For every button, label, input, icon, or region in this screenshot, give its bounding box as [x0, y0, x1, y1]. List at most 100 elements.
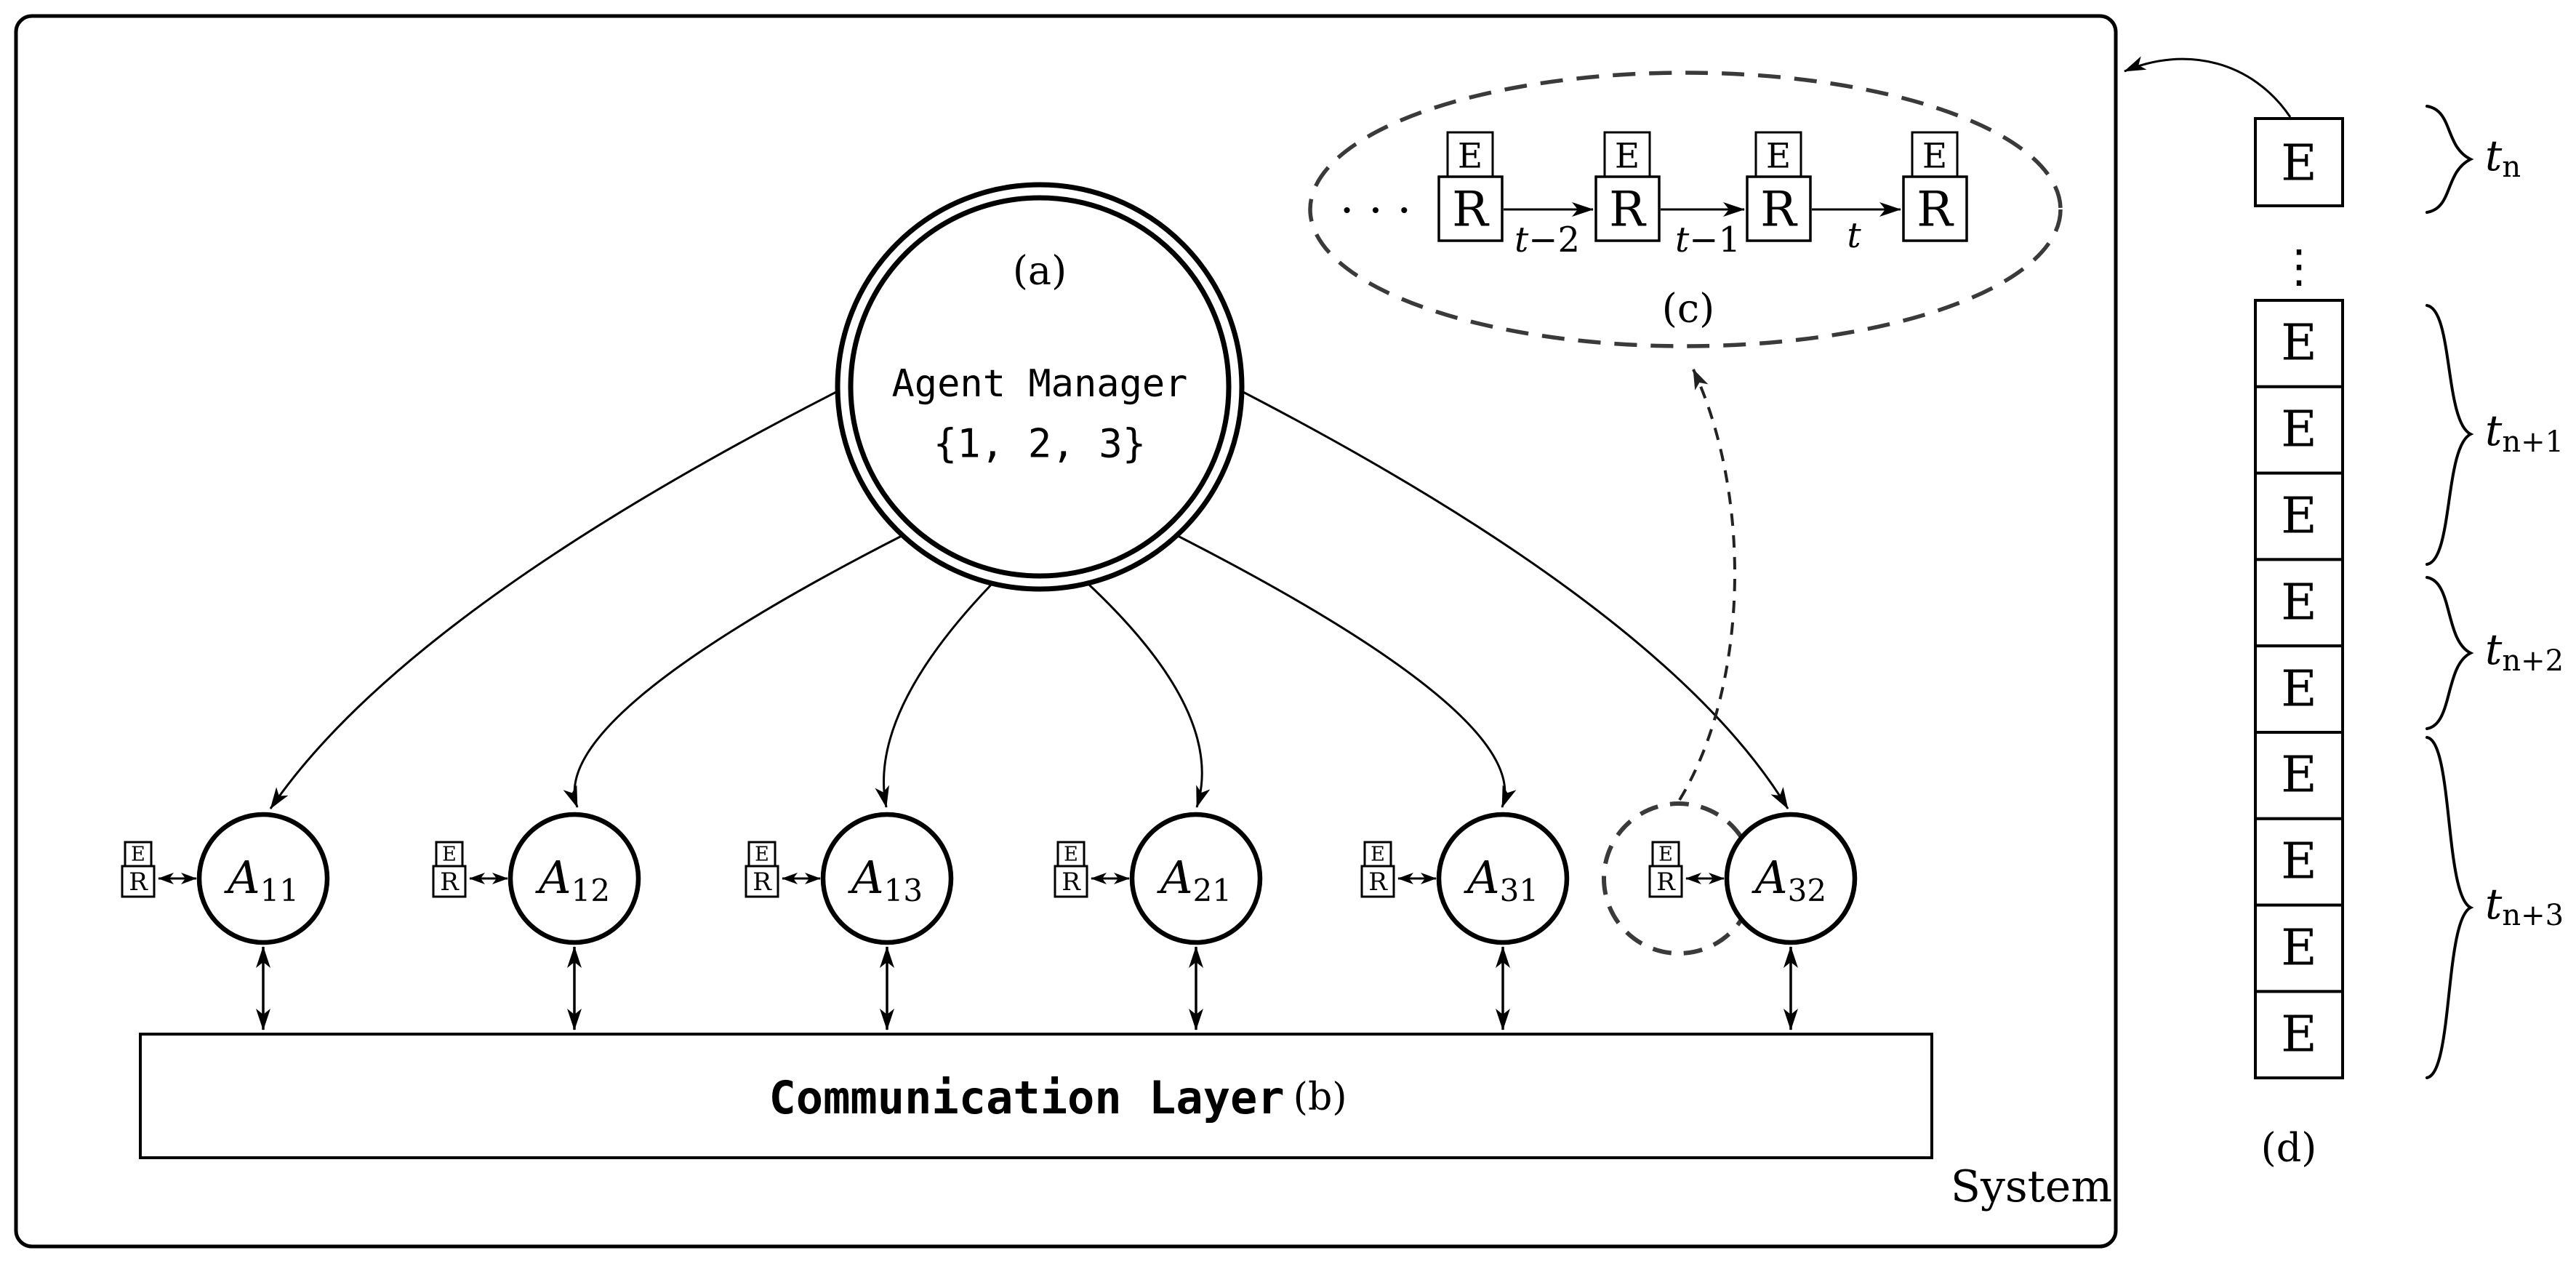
- brace-tn1: [2425, 304, 2474, 566]
- replay-box: [745, 865, 779, 898]
- replay-label: R: [1368, 868, 1388, 897]
- agent-label: A21: [1157, 851, 1232, 908]
- event-label: E: [2281, 401, 2317, 459]
- arrow-manager-a12: [563, 535, 902, 808]
- timeline-tag: (d): [2261, 1125, 2317, 1171]
- replay-label: R: [1760, 182, 1798, 238]
- agent-node-a21: E R A21: [1054, 812, 1263, 1030]
- replay-label: R: [440, 868, 460, 897]
- event-box: [2254, 471, 2344, 561]
- encoder-box: [435, 841, 464, 868]
- agent-node-a11: E R A11: [121, 812, 330, 1030]
- event-label: E: [2281, 315, 2317, 372]
- agent-node-a12: E R A12: [432, 812, 641, 1030]
- manager-to-agent-arrows: [269, 387, 1789, 809]
- replay-box: [432, 865, 467, 898]
- communication-layer: Communication Layer(b): [139, 1033, 1933, 1159]
- brace-label-tn3: tn+3: [2485, 879, 2564, 932]
- agent-circle: [507, 812, 641, 945]
- encoder-box: [1363, 841, 1392, 868]
- arrow-manager-a13: [875, 575, 1000, 808]
- timestep-label: t−1: [1675, 220, 1741, 260]
- event-box: [2254, 385, 2344, 475]
- history-ellipse-group: · · · E R E R E R E R t−2 t−1 t (c): [1308, 71, 2063, 348]
- manager-tag: (a): [1013, 248, 1067, 294]
- agent-manager-inner-circle: [848, 195, 1232, 579]
- brace-tn2: [2425, 576, 2474, 730]
- encoder-box: [124, 841, 153, 868]
- agent-manager-outer-circle: [835, 182, 1245, 592]
- event-box-top: [2254, 117, 2344, 207]
- replay-label: R: [129, 868, 148, 897]
- agent-node-a32: E R A32: [1648, 812, 1858, 1030]
- brace-label-tn1: tn+1: [2485, 406, 2564, 459]
- communication-layer-box: [139, 1033, 1933, 1159]
- replay-box: [1360, 865, 1395, 898]
- history-dashed-ellipse: [1308, 71, 2063, 348]
- encoder-label: E: [131, 844, 145, 866]
- event-label: E: [2281, 920, 2317, 977]
- replay-box: [1746, 175, 1812, 242]
- timestep-label: t−2: [1514, 220, 1580, 260]
- encoder-label: E: [1658, 844, 1673, 866]
- brace-label-tn: tn: [2485, 131, 2521, 184]
- encoder-label: E: [1766, 137, 1791, 177]
- agent-circle: [196, 812, 330, 945]
- event-box: [2254, 990, 2344, 1080]
- replay-label: R: [753, 868, 772, 897]
- brace-tn3: [2425, 736, 2474, 1079]
- agent-label: A31: [1464, 851, 1538, 908]
- arrow-manager-a31: [1177, 535, 1517, 808]
- timeline-vdots: ⋮: [2276, 240, 2322, 293]
- event-label: E: [2281, 1006, 2317, 1064]
- replay-label: R: [1917, 182, 1954, 238]
- event-label: E: [2281, 135, 2317, 193]
- encoder-label: E: [1458, 137, 1482, 177]
- agent-circle: [1129, 812, 1263, 945]
- encoder-label: E: [1922, 137, 1947, 177]
- event-box: [2254, 731, 2344, 820]
- agent-label: A13: [848, 851, 923, 908]
- system-label: System: [1951, 1161, 2112, 1212]
- dashed-arrow-to-history: [1678, 369, 1736, 801]
- agent-circle: [820, 812, 954, 945]
- agent-label: A32: [1752, 851, 1826, 908]
- event-label: E: [2281, 833, 2317, 891]
- event-label: E: [2281, 575, 2317, 632]
- agent-circle: [1724, 812, 1858, 945]
- replay-label: R: [1452, 182, 1490, 238]
- timestep-label: t: [1847, 215, 1861, 256]
- replay-box: [1902, 175, 1968, 242]
- event-box: [2254, 299, 2344, 388]
- arrow-timeline-to-system: [2124, 56, 2292, 118]
- replay-label: R: [1656, 868, 1676, 897]
- replay-label: R: [1062, 868, 1081, 897]
- agent-node-a31: E R A31: [1360, 812, 1570, 1030]
- system-boundary-box: [14, 14, 2118, 1249]
- agent-label: A12: [535, 851, 610, 908]
- encoder-label: E: [442, 844, 457, 866]
- encoder-label: E: [1371, 844, 1385, 866]
- encoder-label: E: [1064, 844, 1078, 866]
- arrow-manager-a11: [269, 387, 844, 809]
- encoder-label: E: [755, 844, 769, 866]
- encoder-label: E: [1615, 137, 1640, 177]
- replay-label: R: [1609, 182, 1647, 238]
- agent-manager-node: (a) Agent Manager {1, 2, 3}: [835, 182, 1245, 592]
- communication-layer-label: Communication Layer(b): [769, 1071, 1347, 1124]
- event-box: [2254, 903, 2344, 993]
- encoder-box: [747, 841, 777, 868]
- history-ellipsis: · · ·: [1340, 184, 1412, 237]
- brace-tn: [2425, 105, 2474, 214]
- replay-box: [121, 865, 156, 898]
- replay-box: [1594, 175, 1661, 242]
- agent-label: A11: [224, 851, 299, 908]
- event-label: E: [2281, 747, 2317, 804]
- history-tag: (c): [1662, 286, 1714, 332]
- brace-label-tn2: tn+2: [2485, 625, 2564, 678]
- replay-box: [1054, 865, 1088, 898]
- timeline-column: E ⋮ E E E E E E E E E tn tn+1 tn+2 tn+3 …: [2124, 56, 2564, 1171]
- agent-node-a13: E R A13: [745, 812, 954, 1030]
